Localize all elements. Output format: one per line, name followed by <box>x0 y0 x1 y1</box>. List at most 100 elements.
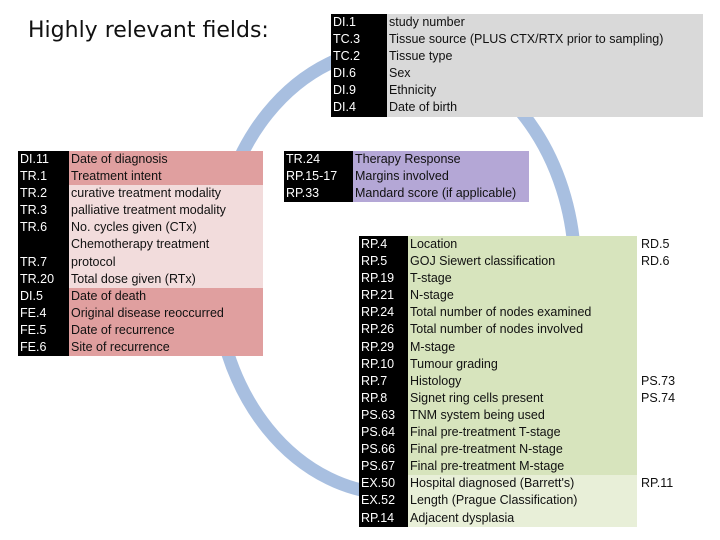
related-field-code <box>637 407 687 424</box>
field-description: TNM system being used <box>408 406 637 425</box>
related-field-code <box>637 492 687 509</box>
field-code: FE.6 <box>18 339 69 357</box>
field-description: Hospital diagnosed (Barrett's) <box>408 475 637 493</box>
field-description: Site of recurrence <box>69 339 263 357</box>
related-field-code <box>637 270 687 287</box>
field-code: DI.4 <box>331 99 387 117</box>
field-code: RP.14 <box>359 509 408 527</box>
field-code: TR.20 <box>18 270 69 288</box>
field-description: Tissue type <box>387 48 703 66</box>
field-code: DI.5 <box>18 287 69 305</box>
field-code: FE.4 <box>18 304 69 322</box>
field-description: Treatment intent <box>69 168 263 186</box>
field-description: Chemotherapy treatment <box>69 236 263 254</box>
related-field-code: RD.6 <box>641 254 670 269</box>
field-description: Date of recurrence <box>69 321 263 340</box>
field-description: N-stage <box>408 287 637 305</box>
field-code: TR.1 <box>18 168 69 186</box>
field-description: Mandard score (if applicable) <box>353 185 529 203</box>
related-field-code <box>637 304 687 321</box>
field-description: Tumour grading <box>408 355 637 373</box>
field-code: RP.26 <box>359 321 408 339</box>
field-code: RP.5 <box>359 253 408 271</box>
field-description: Therapy Response <box>353 151 529 169</box>
field-code: TR.3 <box>18 202 69 220</box>
field-code: TC.3 <box>331 31 387 49</box>
field-code: TR.2 <box>18 185 69 203</box>
field-code: RP.21 <box>359 287 408 305</box>
field-code: RP.19 <box>359 270 408 288</box>
field-code: PS.67 <box>359 458 408 476</box>
field-code: RP.24 <box>359 304 408 322</box>
field-description: M-stage <box>408 338 637 356</box>
field-code: TR.24 <box>284 151 353 169</box>
field-description: GOJ Siewert classification <box>408 253 637 271</box>
field-code: RP.4 <box>359 236 408 254</box>
field-description: Date of death <box>69 287 263 305</box>
field-code: TR.7 <box>18 253 69 271</box>
field-description: curative treatment modality <box>69 185 263 203</box>
field-description: Signet ring cells present <box>408 389 637 407</box>
field-description: Length (Prague Classification) <box>408 492 637 510</box>
field-description: Adjacent dysplasia <box>408 509 637 527</box>
table-row: Chemotherapy treatment <box>18 236 263 254</box>
field-code: PS.64 <box>359 424 408 442</box>
related-field-code <box>637 458 687 475</box>
field-description: study number <box>387 14 703 32</box>
related-field-code <box>637 441 687 458</box>
field-description: palliative treatment modality <box>69 202 263 220</box>
field-description: Final pre-treatment N-stage <box>408 441 637 459</box>
field-code: RP.29 <box>359 338 408 356</box>
field-description: Final pre-treatment T-stage <box>408 424 637 442</box>
field-code: DI.11 <box>18 151 69 169</box>
field-description: Sex <box>387 65 703 83</box>
field-code: RP.7 <box>359 372 408 390</box>
field-description: Tissue source (PLUS CTX/RTX prior to sam… <box>387 31 703 49</box>
field-code: DI.1 <box>331 14 387 32</box>
field-code: RP.15-17 <box>284 168 353 186</box>
related-field-code: PS.74 <box>641 390 676 405</box>
field-description: Histology <box>408 372 637 390</box>
field-code: TC.2 <box>331 48 387 66</box>
field-description: Total dose given (RTx) <box>69 270 263 288</box>
field-description: Date of birth <box>387 99 703 117</box>
field-code: PS.66 <box>359 441 408 459</box>
field-code: EX.50 <box>359 475 408 493</box>
field-description: Total number of nodes involved <box>408 321 637 339</box>
field-description: No. cycles given (CTx) <box>69 219 263 237</box>
related-field-code <box>637 510 687 527</box>
field-code: EX.52 <box>359 492 408 510</box>
field-code: PS.63 <box>359 406 408 425</box>
related-field-code <box>637 321 687 338</box>
field-description: Margins involved <box>353 168 529 186</box>
related-field-code <box>637 356 687 373</box>
